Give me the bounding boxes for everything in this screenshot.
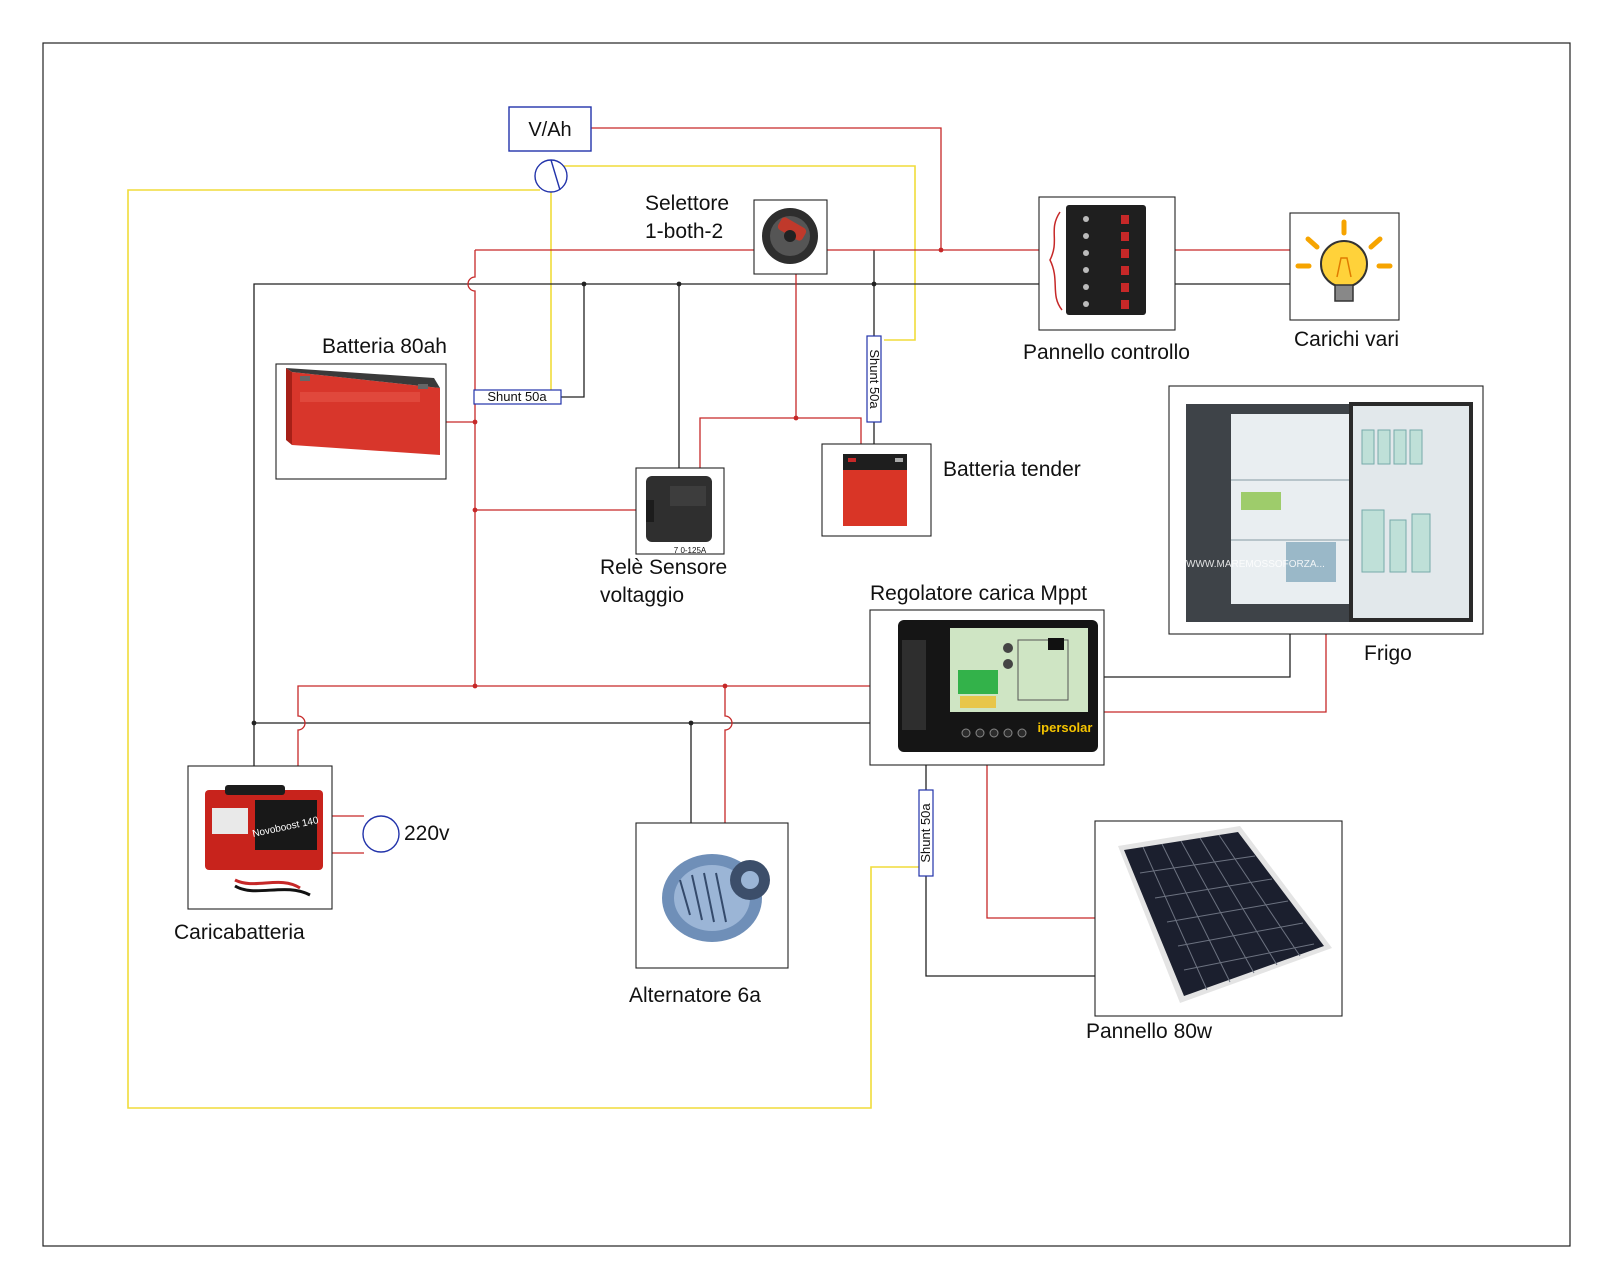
battery-tender bbox=[821, 443, 932, 537]
mppt-label: Regolatore carica Mppt bbox=[870, 582, 1088, 605]
mains-label: 220v bbox=[404, 822, 450, 845]
positive-wires bbox=[297, 127, 1327, 919]
battery-main bbox=[275, 363, 447, 480]
solar-panel bbox=[1094, 820, 1343, 1017]
solar-panel-label: Pannello 80w bbox=[1086, 1020, 1213, 1043]
shunt-selector: Shunt 50a bbox=[866, 335, 882, 423]
fridge-label: Frigo bbox=[1364, 642, 1412, 665]
selector-label: Selettore 1-both-2 bbox=[645, 192, 730, 243]
relay-label: Relè Sensore voltaggio bbox=[600, 556, 728, 607]
diagram-frame bbox=[42, 42, 1571, 1247]
voltmeter-ah: V/Ah bbox=[508, 106, 592, 193]
alternator-label: Alternatore 6a bbox=[629, 984, 761, 1007]
fridge-watermark: WWW.MAREMOSSOFORZA... bbox=[1186, 559, 1325, 570]
mppt-controller: ipersolar bbox=[869, 609, 1105, 766]
shunt-battery: Shunt 50a bbox=[473, 389, 562, 405]
negative-wires bbox=[251, 250, 1291, 977]
battery-selector-switch bbox=[753, 199, 828, 275]
battery-main-label: Batteria 80ah bbox=[322, 335, 447, 358]
battery-tender-label: Batteria tender bbox=[943, 458, 1081, 481]
mains-ac-icon bbox=[362, 815, 400, 853]
control-panel-label: Pannello controllo bbox=[1023, 341, 1190, 364]
meter-label: V/Ah bbox=[528, 119, 571, 141]
shunt-solar-label: Shunt 50a bbox=[918, 803, 933, 863]
shunt-battery-label: Shunt 50a bbox=[487, 389, 547, 404]
alternator bbox=[635, 822, 789, 969]
signal-wires bbox=[127, 165, 919, 1109]
loads-bulb bbox=[1289, 212, 1400, 321]
lightbulb-icon bbox=[1295, 219, 1393, 302]
control-panel bbox=[1038, 196, 1176, 331]
shunt-solar: Shunt 50a bbox=[918, 789, 934, 877]
loads-label: Carichi vari bbox=[1294, 328, 1400, 351]
fridge: WWW.MAREMOSSOFORZA... bbox=[1168, 385, 1484, 635]
relay-code: 7 0-125A bbox=[674, 546, 707, 555]
voltage-sensing-relay: 7 0-125A bbox=[635, 467, 725, 555]
shunt-selector-label: Shunt 50a bbox=[867, 349, 882, 409]
battery-charger: Novoboost 140 bbox=[187, 765, 333, 910]
charger-label: Caricabatteria bbox=[174, 921, 305, 944]
mppt-brand: ipersolar bbox=[1038, 720, 1093, 735]
meter-gauge-icon bbox=[534, 159, 568, 193]
